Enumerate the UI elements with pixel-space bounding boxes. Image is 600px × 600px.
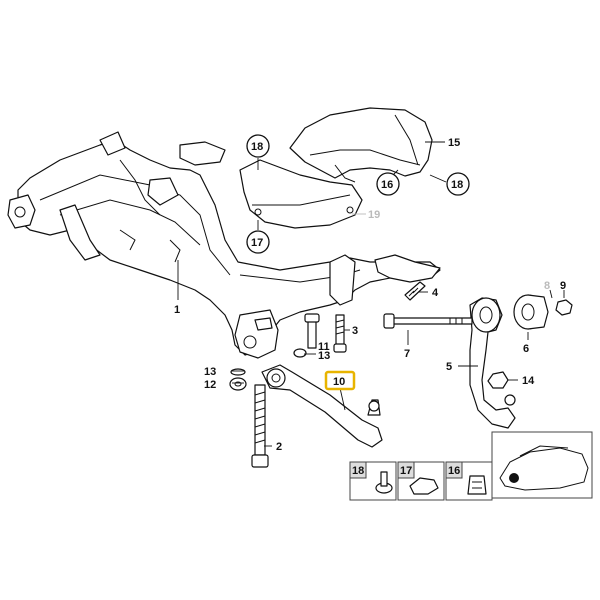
callout-5: 5: [446, 361, 452, 373]
callout-13-left: 13: [204, 366, 216, 378]
callout-9: 9: [560, 280, 566, 292]
callout-6: 6: [523, 343, 529, 355]
tension-strut-5[interactable]: [469, 297, 516, 429]
callout-14: 14: [522, 375, 535, 387]
callout-18-right: 18: [446, 172, 470, 196]
callout-17: 17: [246, 230, 270, 254]
washer-13-left[interactable]: [230, 368, 246, 376]
vehicle-location-thumbnail: [491, 431, 593, 499]
wishbone-10[interactable]: [261, 364, 383, 448]
bolt-11[interactable]: [304, 313, 320, 349]
bolt-2[interactable]: [251, 384, 269, 468]
callout-10-highlight[interactable]: 10: [324, 370, 356, 391]
bolt-7[interactable]: [383, 313, 473, 329]
legend-strip: 18 17 16: [349, 461, 493, 501]
svg-text:10: 10: [333, 376, 345, 388]
legend-clip-17-icon: [409, 477, 439, 495]
svg-text:17: 17: [251, 237, 263, 249]
callout-1: 1: [174, 304, 180, 316]
callout-3: 3: [352, 325, 358, 337]
svg-text:18: 18: [251, 141, 263, 153]
location-marker-icon: [509, 473, 519, 483]
bolt-3[interactable]: [333, 314, 347, 353]
cover-panel[interactable]: [239, 159, 363, 229]
nut-12[interactable]: [229, 377, 247, 391]
nut-14[interactable]: [487, 371, 509, 389]
callout-7: 7: [404, 348, 410, 360]
callout-19: 19: [368, 209, 380, 221]
rubber-mount-6[interactable]: [513, 294, 549, 330]
svg-text:16: 16: [381, 179, 393, 191]
callout-18-top: 18: [246, 134, 270, 158]
leader-lines: [177, 141, 565, 447]
callout-15: 15: [448, 137, 460, 149]
legend-nut-16-icon: [467, 475, 487, 495]
callout-8: 8: [544, 280, 550, 292]
legend-label-16: 16: [448, 465, 460, 477]
front-axle-carrier[interactable]: [7, 131, 441, 359]
nut-9[interactable]: [555, 299, 573, 316]
legend-bolt-18-icon: [375, 471, 393, 494]
callout-11: 11: [318, 341, 330, 353]
svg-text:18: 18: [451, 179, 463, 191]
callout-2: 2: [276, 441, 282, 453]
callout-12: 12: [204, 379, 216, 391]
bolt-4[interactable]: [404, 281, 426, 301]
legend-label-17: 17: [400, 465, 412, 477]
splash-guard[interactable]: [289, 107, 433, 183]
callout-13-right: 13: [318, 350, 330, 362]
callout-4: 4: [432, 287, 439, 299]
callout-16: 16: [376, 172, 400, 196]
legend-label-18: 18: [352, 465, 364, 477]
nut-13-right[interactable]: [293, 348, 307, 358]
